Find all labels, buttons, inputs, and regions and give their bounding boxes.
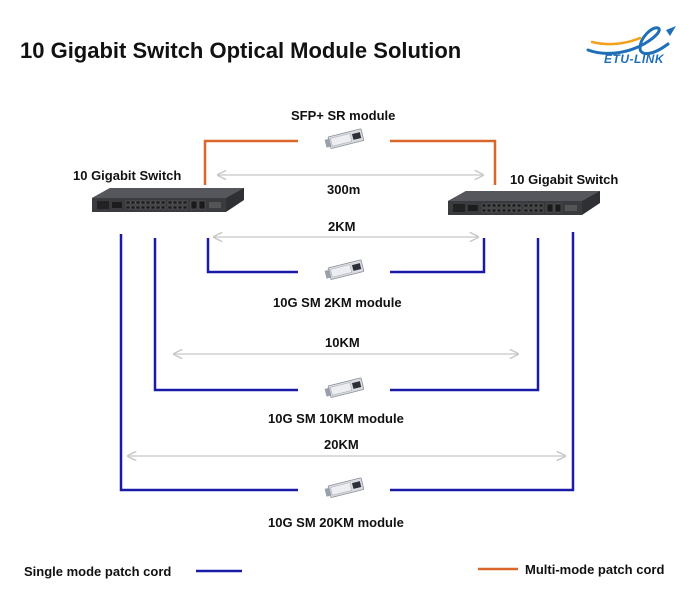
- page-title: 10 Gigabit Switch Optical Module Solutio…: [20, 38, 462, 63]
- multi-mode-cord-300m-right: [390, 139, 497, 185]
- legend-multi-mode-label: Multi-mode patch cord: [525, 562, 665, 577]
- module-label-20km: 10G SM 20KM module: [268, 515, 404, 530]
- logo-text: ETU-LINK: [604, 52, 664, 66]
- legend-single-mode-label: Single mode patch cord: [24, 564, 172, 579]
- sfp-module-icon: [323, 259, 365, 282]
- single-mode-cord-2km-right: [390, 238, 486, 274]
- switch-left-icon: [92, 188, 244, 212]
- distance-label-2km: 2KM: [328, 219, 356, 234]
- single-mode-cord-20km-left: [119, 234, 298, 492]
- switch-right-label: 10 Gigabit Switch: [510, 172, 619, 187]
- single-mode-cord-10km-right: [390, 238, 540, 392]
- sfp-module-icon: [323, 377, 365, 400]
- single-mode-cord-20km-right: [390, 232, 575, 492]
- switch-left-label: 10 Gigabit Switch: [73, 168, 182, 183]
- distance-label-20km: 20KM: [324, 437, 359, 452]
- single-mode-cord-10km-left: [153, 238, 298, 392]
- module-label-2km: 10G SM 2KM module: [273, 295, 402, 310]
- distance-label-300m: 300m: [327, 182, 361, 197]
- etu-link-logo: [586, 26, 676, 55]
- sfp-module-icon: [323, 477, 365, 500]
- switch-right-icon: [448, 191, 600, 215]
- module-label-sr: SFP+ SR module: [291, 108, 396, 123]
- module-label-10km: 10G SM 10KM module: [268, 411, 404, 426]
- single-mode-cord-2km-left: [206, 238, 298, 274]
- distance-label-10km: 10KM: [325, 335, 360, 350]
- multi-mode-cord-300m: [203, 139, 298, 185]
- sfp-module-icon: [323, 128, 365, 151]
